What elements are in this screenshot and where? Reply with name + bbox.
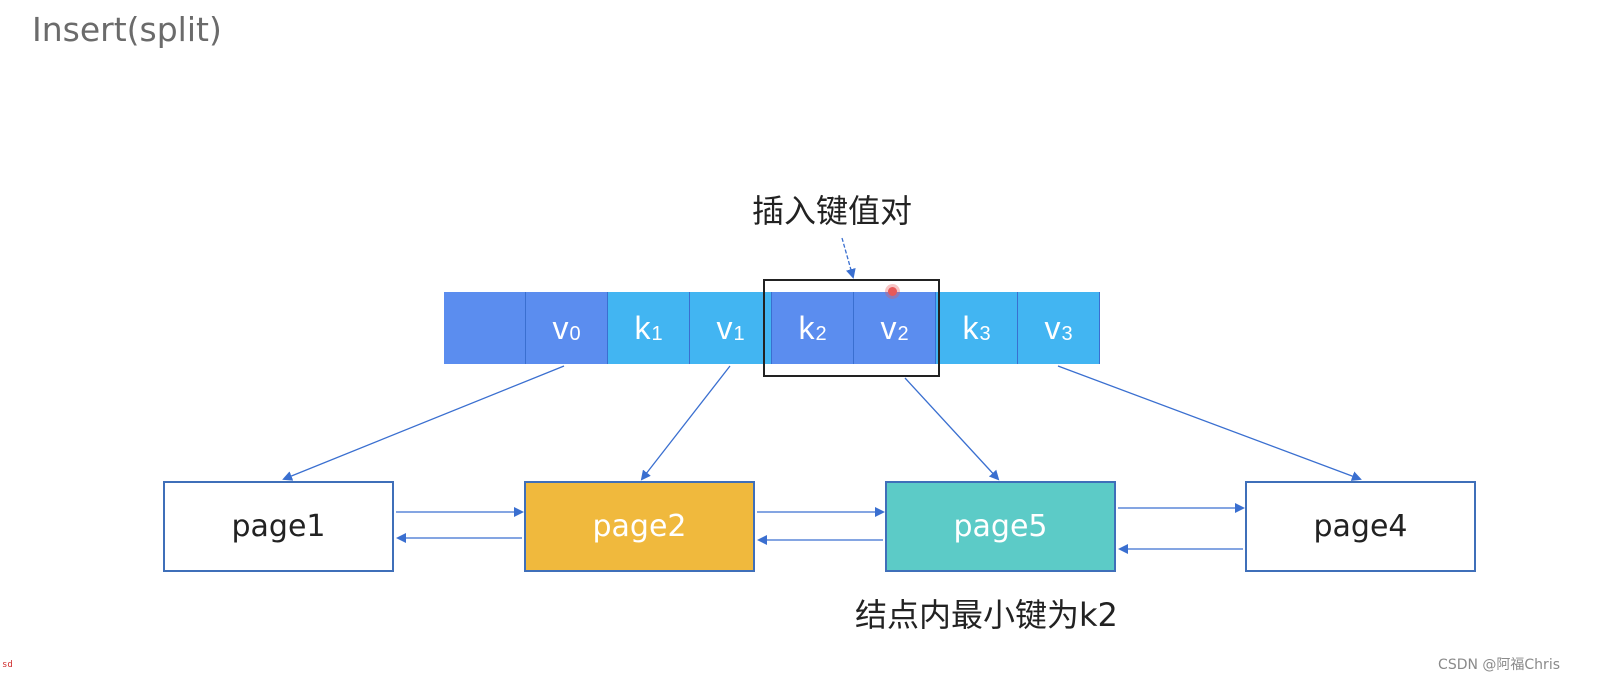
watermark: CSDN @阿福Chris xyxy=(1438,657,1560,673)
cell-letter: v xyxy=(1044,309,1061,346)
cursor-dot xyxy=(888,287,897,296)
page4-box: page4 xyxy=(1245,481,1476,572)
cell-subscript: 3 xyxy=(979,322,991,345)
cell-subscript: 2 xyxy=(897,322,909,345)
insert-key-value-label: 插入键值对 xyxy=(752,192,913,230)
page2-box: page2 xyxy=(524,481,755,572)
cell-subscript: 1 xyxy=(651,322,663,345)
pointer-v2-page5 xyxy=(904,377,1000,481)
insert-arrow xyxy=(841,237,856,279)
node-cell-p0 xyxy=(444,292,526,364)
corner-text: sd xyxy=(2,660,13,670)
cell-letter: k xyxy=(634,309,651,346)
pointer-v3-page4 xyxy=(1057,365,1362,481)
cell-subscript: 2 xyxy=(815,322,827,345)
cell-letter: k xyxy=(798,309,815,346)
page-title: Insert(split) xyxy=(32,10,222,49)
cell-letter: k xyxy=(962,309,979,346)
cell-letter: v xyxy=(552,309,569,346)
pointer-v0-page1 xyxy=(282,365,565,481)
cell-subscript: 0 xyxy=(569,322,581,345)
cell-subscript: 1 xyxy=(733,322,745,345)
min-key-label: 结点内最小键为k2 xyxy=(855,596,1118,634)
page1-box: page1 xyxy=(163,481,394,572)
pointer-v1-page2 xyxy=(640,365,731,481)
cell-letter: v xyxy=(880,309,897,346)
inserted-pair-highlight xyxy=(763,279,940,377)
page5-box: page5 xyxy=(885,481,1116,572)
cell-subscript: 3 xyxy=(1061,322,1073,345)
cell-letter: v xyxy=(716,309,733,346)
